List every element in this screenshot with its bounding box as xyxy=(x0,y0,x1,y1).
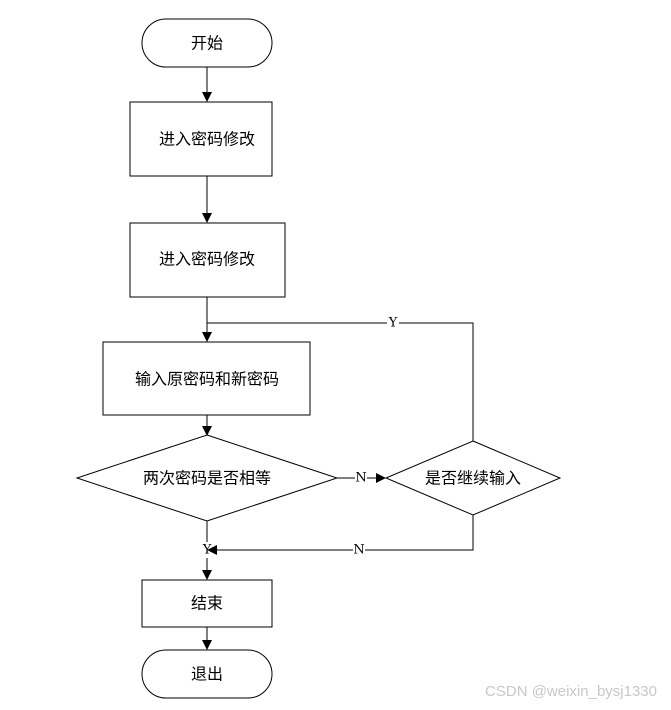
edge-label-match-no: N xyxy=(355,471,366,486)
step1-label: 进入密码修改 xyxy=(159,130,255,149)
start-label: 开始 xyxy=(191,34,223,53)
edge-label-bg xyxy=(355,470,367,486)
input-label: 输入原密码和新密码 xyxy=(135,370,279,389)
process-step1 xyxy=(129,101,273,177)
end-label: 结束 xyxy=(191,594,223,613)
edge-continue-no xyxy=(207,515,474,555)
edge-label-bg xyxy=(353,542,365,558)
watermark: CSDN @weixin_bysj1330 xyxy=(485,683,657,700)
edge-label-match-yes: Y xyxy=(202,543,212,558)
process-input xyxy=(102,341,311,416)
process-end xyxy=(141,579,273,628)
edge-label-continue-yes: Y xyxy=(388,316,398,331)
exit-label: 退出 xyxy=(191,665,223,684)
decision-match-label: 两次密码是否相等 xyxy=(143,469,271,488)
exit-terminal xyxy=(141,649,273,699)
decision-continue-label: 是否继续输入 xyxy=(425,469,521,488)
edge-label-bg xyxy=(387,315,399,331)
edge-label-continue-no: N xyxy=(353,543,364,558)
step2-label: 进入密码修改 xyxy=(159,250,255,269)
edge-continue-yes xyxy=(207,322,474,441)
